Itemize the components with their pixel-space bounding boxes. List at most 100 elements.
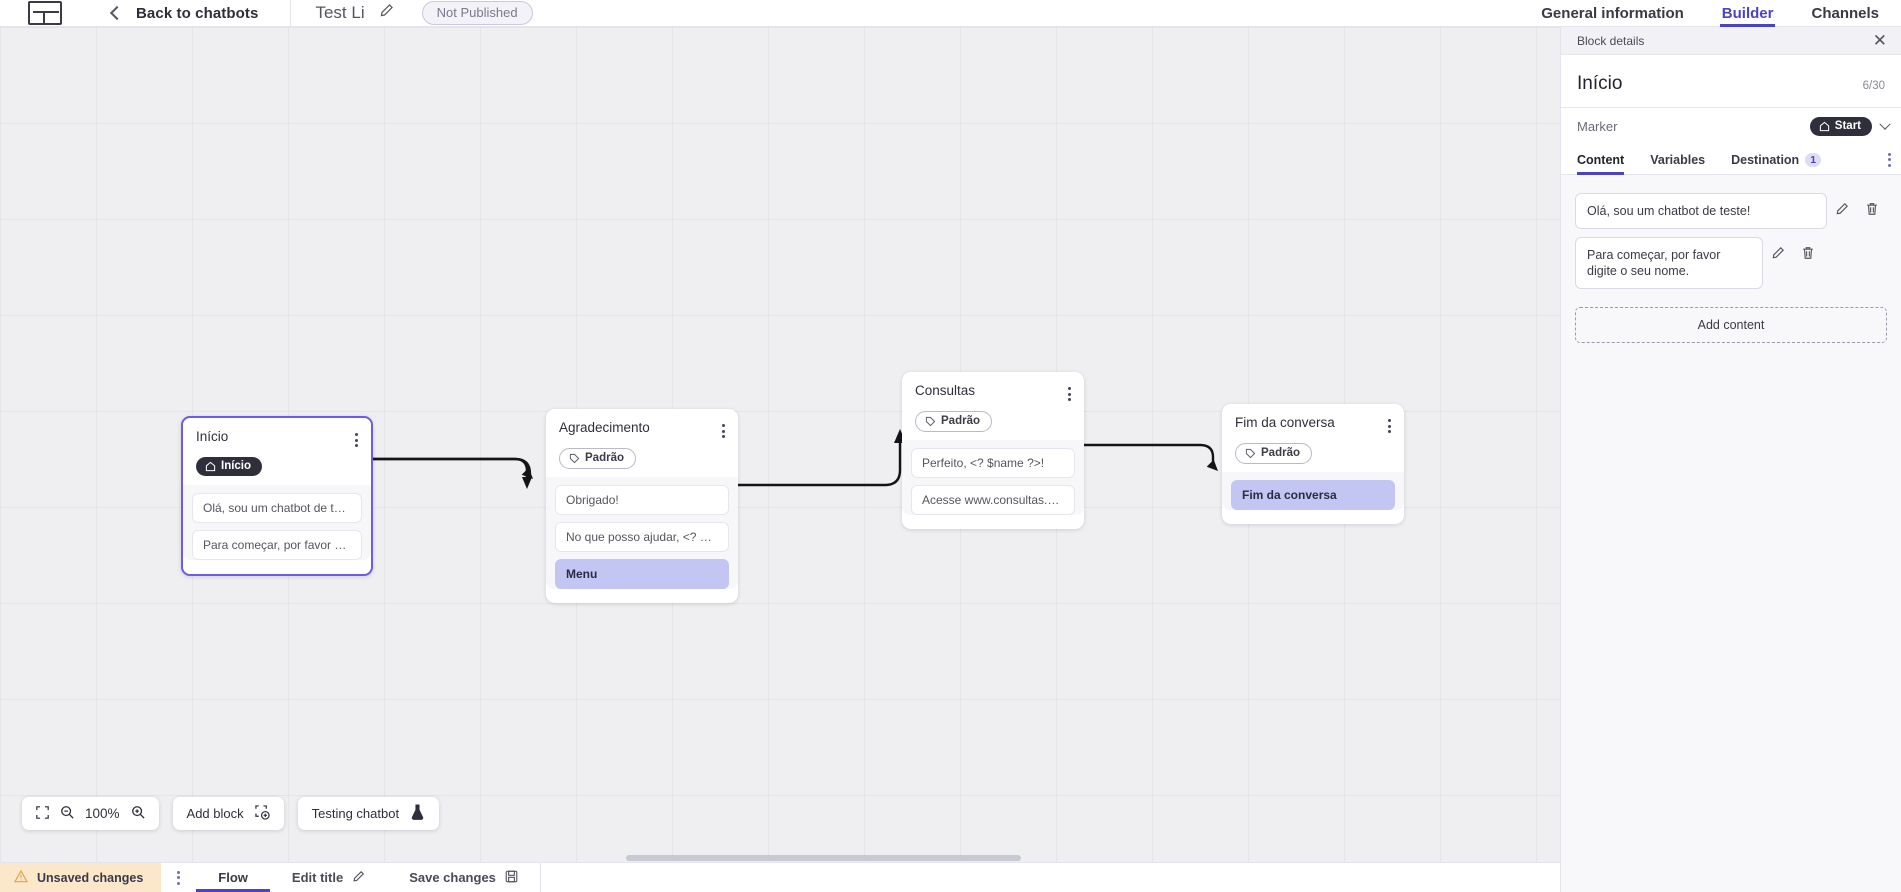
- node-message[interactable]: Para começar, por favor digite o ...: [192, 529, 362, 560]
- chatbot-title: Test Li: [315, 3, 365, 22]
- flask-icon: [410, 804, 425, 823]
- home-icon: [1819, 121, 1830, 132]
- node-header: Fim da conversa: [1222, 404, 1404, 437]
- add-block-label: Add block: [186, 806, 244, 821]
- node-message[interactable]: Obrigado!: [555, 485, 729, 515]
- pencil-icon[interactable]: [1763, 237, 1793, 260]
- node-body: Fim da conversa: [1222, 472, 1404, 510]
- top-bar: Back to chatbots Test Li Not Published G…: [0, 0, 1901, 27]
- tab-destination[interactable]: Destination 1: [1731, 145, 1822, 175]
- tab-builder[interactable]: Builder: [1720, 0, 1776, 27]
- tab-destination-label: Destination: [1731, 152, 1800, 167]
- content-text[interactable]: Para começar, por favor digite o seu nom…: [1575, 237, 1763, 289]
- tab-content[interactable]: Content: [1577, 145, 1624, 175]
- page-title: Início: [1577, 73, 1623, 94]
- status-tab-flow-label: Flow: [218, 870, 248, 885]
- node-body: Perfeito, <? $name ?>! Acesse www.consul…: [902, 440, 1084, 515]
- edit-title-button[interactable]: Edit title: [270, 863, 387, 892]
- trash-icon[interactable]: [1793, 237, 1823, 260]
- marker-label: Marker: [1577, 119, 1618, 134]
- add-content-button[interactable]: Add content: [1575, 307, 1887, 343]
- node-tag-row: Padrão: [1222, 437, 1404, 472]
- unsaved-changes-label: Unsaved changes: [37, 870, 144, 885]
- trash-icon[interactable]: [1857, 193, 1887, 216]
- zoom-in-icon[interactable]: [131, 805, 145, 822]
- tag-icon: [569, 453, 580, 464]
- node-title: Agradecimento: [559, 420, 650, 435]
- toolbar-divider: [290, 0, 292, 27]
- kebab-menu-icon[interactable]: [1386, 415, 1393, 437]
- flow-canvas[interactable]: Início Início Olá, sou um chatbot de tes…: [0, 27, 1560, 862]
- node-tag-padrao: Padrão: [1235, 443, 1312, 464]
- node-message[interactable]: Fim da conversa: [1231, 480, 1395, 510]
- marker-row: Marker Start: [1561, 108, 1901, 145]
- zoom-controls[interactable]: 100%: [22, 797, 159, 830]
- node-tag-label: Padrão: [941, 415, 980, 427]
- flow-node-inicio[interactable]: Início Início Olá, sou um chatbot de tes…: [181, 416, 373, 576]
- add-block-button[interactable]: Add block: [172, 797, 284, 830]
- destination-badge: 1: [1805, 152, 1822, 167]
- status-badge: Not Published: [421, 1, 533, 25]
- node-tag-label: Início: [221, 460, 252, 472]
- pencil-icon: [352, 870, 365, 886]
- node-body: Obrigado! No que posso ajudar, <? $name …: [546, 477, 738, 589]
- node-tag-start: Início: [196, 457, 263, 476]
- canvas-hscrollbar[interactable]: [0, 853, 1560, 862]
- save-changes-button[interactable]: Save changes: [387, 863, 540, 892]
- app-logo-icon[interactable]: [28, 1, 62, 25]
- node-message[interactable]: Perfeito, <? $name ?>!: [911, 448, 1075, 478]
- marker-select[interactable]: Start: [1809, 117, 1891, 136]
- kebab-menu-icon[interactable]: [1888, 152, 1891, 167]
- chevron-down-icon[interactable]: [1879, 118, 1891, 130]
- tab-variables[interactable]: Variables: [1650, 145, 1705, 175]
- kebab-menu-icon[interactable]: [161, 863, 196, 892]
- save-disk-icon: [505, 870, 518, 886]
- panel-content-list: Olá, sou um chatbot de teste! Para começ…: [1561, 175, 1901, 289]
- scrollbar-thumb[interactable]: [626, 855, 1021, 861]
- node-tag-row: Padrão: [902, 405, 1084, 440]
- content-text[interactable]: Olá, sou um chatbot de teste!: [1575, 193, 1827, 229]
- canvas-toolbar: 100% Add block Testing chatbot: [22, 797, 440, 830]
- unsaved-changes-badge: Unsaved changes: [0, 863, 162, 892]
- node-title: Consultas: [915, 383, 976, 398]
- status-tab-flow[interactable]: Flow: [196, 863, 270, 892]
- content-item: Olá, sou um chatbot de teste!: [1575, 193, 1887, 229]
- node-message[interactable]: Olá, sou um chatbot de teste!: [192, 492, 362, 523]
- node-message[interactable]: Acesse www.consultas.com par...: [911, 485, 1075, 515]
- pencil-icon[interactable]: [379, 3, 394, 23]
- node-title: Fim da conversa: [1235, 415, 1335, 430]
- tab-channels[interactable]: Channels: [1811, 5, 1879, 22]
- status-divider: [539, 863, 541, 892]
- node-title: Início: [196, 429, 229, 444]
- panel-header: Block details ✕: [1561, 27, 1901, 55]
- tab-general-information[interactable]: General information: [1541, 5, 1684, 22]
- fit-screen-icon[interactable]: [36, 805, 49, 822]
- flow-node-fim-da-conversa[interactable]: Fim da conversa Padrão Fim da conversa: [1222, 404, 1404, 524]
- node-tag-label: Padrão: [1261, 447, 1300, 459]
- node-body: Olá, sou um chatbot de teste! Para começ…: [183, 484, 371, 560]
- bottom-status-bar: Unsaved changes Flow Edit title Save cha…: [0, 862, 1560, 892]
- zoom-out-icon[interactable]: [60, 805, 74, 822]
- kebab-menu-icon[interactable]: [720, 420, 727, 442]
- kebab-menu-icon[interactable]: [353, 429, 360, 451]
- back-to-chatbots-link[interactable]: Back to chatbots: [136, 4, 259, 22]
- save-changes-label: Save changes: [409, 870, 496, 885]
- close-icon[interactable]: ✕: [1872, 31, 1887, 50]
- kebab-menu-icon[interactable]: [1066, 383, 1073, 405]
- testing-chatbot-button[interactable]: Testing chatbot: [297, 797, 440, 830]
- flow-node-consultas[interactable]: Consultas Padrão Perfeito, <? $name ?>! …: [902, 372, 1084, 529]
- tab-variables-label: Variables: [1650, 152, 1706, 167]
- marker-value-pill[interactable]: Start: [1809, 117, 1872, 136]
- node-header: Agradecimento: [546, 409, 738, 442]
- add-block-icon: [254, 804, 270, 823]
- panel-title-row: Início 6/30: [1561, 55, 1901, 108]
- flow-node-agradecimento[interactable]: Agradecimento Padrão Obrigado! No que po…: [546, 409, 738, 603]
- node-message-menu[interactable]: Menu: [555, 559, 729, 589]
- chevron-left-icon[interactable]: [109, 5, 125, 21]
- tag-icon: [1245, 448, 1256, 459]
- home-icon: [205, 461, 216, 472]
- tag-icon: [925, 416, 936, 427]
- pencil-icon[interactable]: [1827, 193, 1857, 216]
- node-message[interactable]: No que posso ajudar, <? $name ...: [555, 522, 729, 552]
- top-tabs: General information Builder Channels: [1539, 0, 1881, 27]
